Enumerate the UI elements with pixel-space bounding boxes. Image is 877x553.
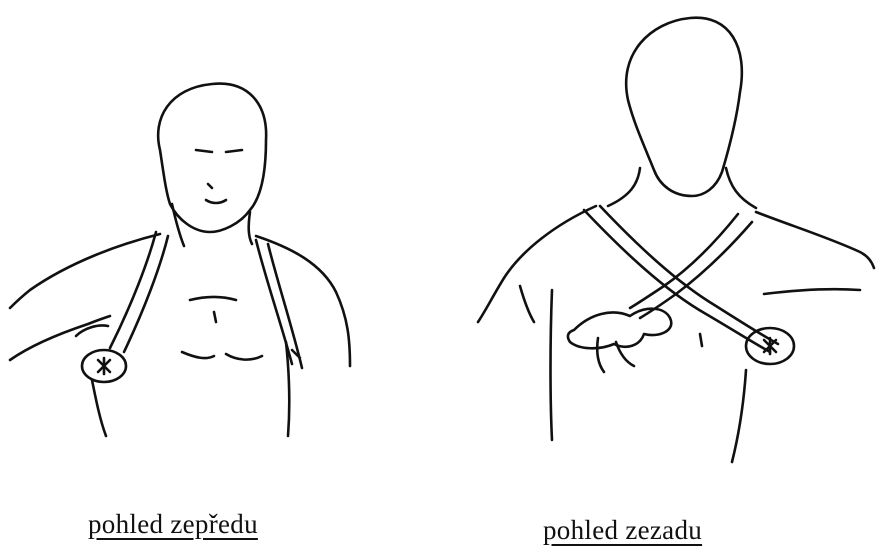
front-clavicle [190,297,236,300]
back-arm-right [764,289,860,294]
front-view [10,84,350,436]
back-shoulder-left [478,206,596,322]
front-strap-right-inner [268,244,302,368]
back-knot-bow [568,309,671,349]
back-view [478,18,874,462]
back-knot-tail [597,338,634,372]
back-head [626,18,742,196]
front-neck-left [172,204,184,246]
front-knot-star [98,358,110,374]
front-strap-right-outer [256,240,292,364]
back-spine-mark [700,334,702,346]
front-nose [208,184,212,188]
back-strap-a-inner [600,206,778,344]
front-pec-left [182,352,214,358]
back-side-right [732,370,746,462]
caption-back-view: pohled zezadu [543,515,702,546]
front-pec-right [226,354,262,360]
front-arm-left [10,316,110,360]
back-side-left-inner [520,286,534,322]
back-neck-left [608,168,640,206]
back-strap-b-inner [640,222,752,318]
back-side-left [551,290,553,440]
front-mouth [206,200,226,203]
front-neck-right [249,212,252,244]
front-brow-left [196,150,212,152]
front-strap-left-inner [124,236,168,352]
back-shoulder-right [756,212,874,268]
figure-eight-bandage-drawing [0,0,877,500]
back-knot-star [764,338,776,354]
caption-front-view: pohled zepředu [88,509,258,540]
back-strap-b-outer [630,214,738,308]
front-shoulder-left [10,234,160,308]
front-arm-left-lower [92,380,106,436]
back-neck-right [726,168,756,208]
front-brow-right [226,150,242,152]
front-sternum [214,312,216,322]
